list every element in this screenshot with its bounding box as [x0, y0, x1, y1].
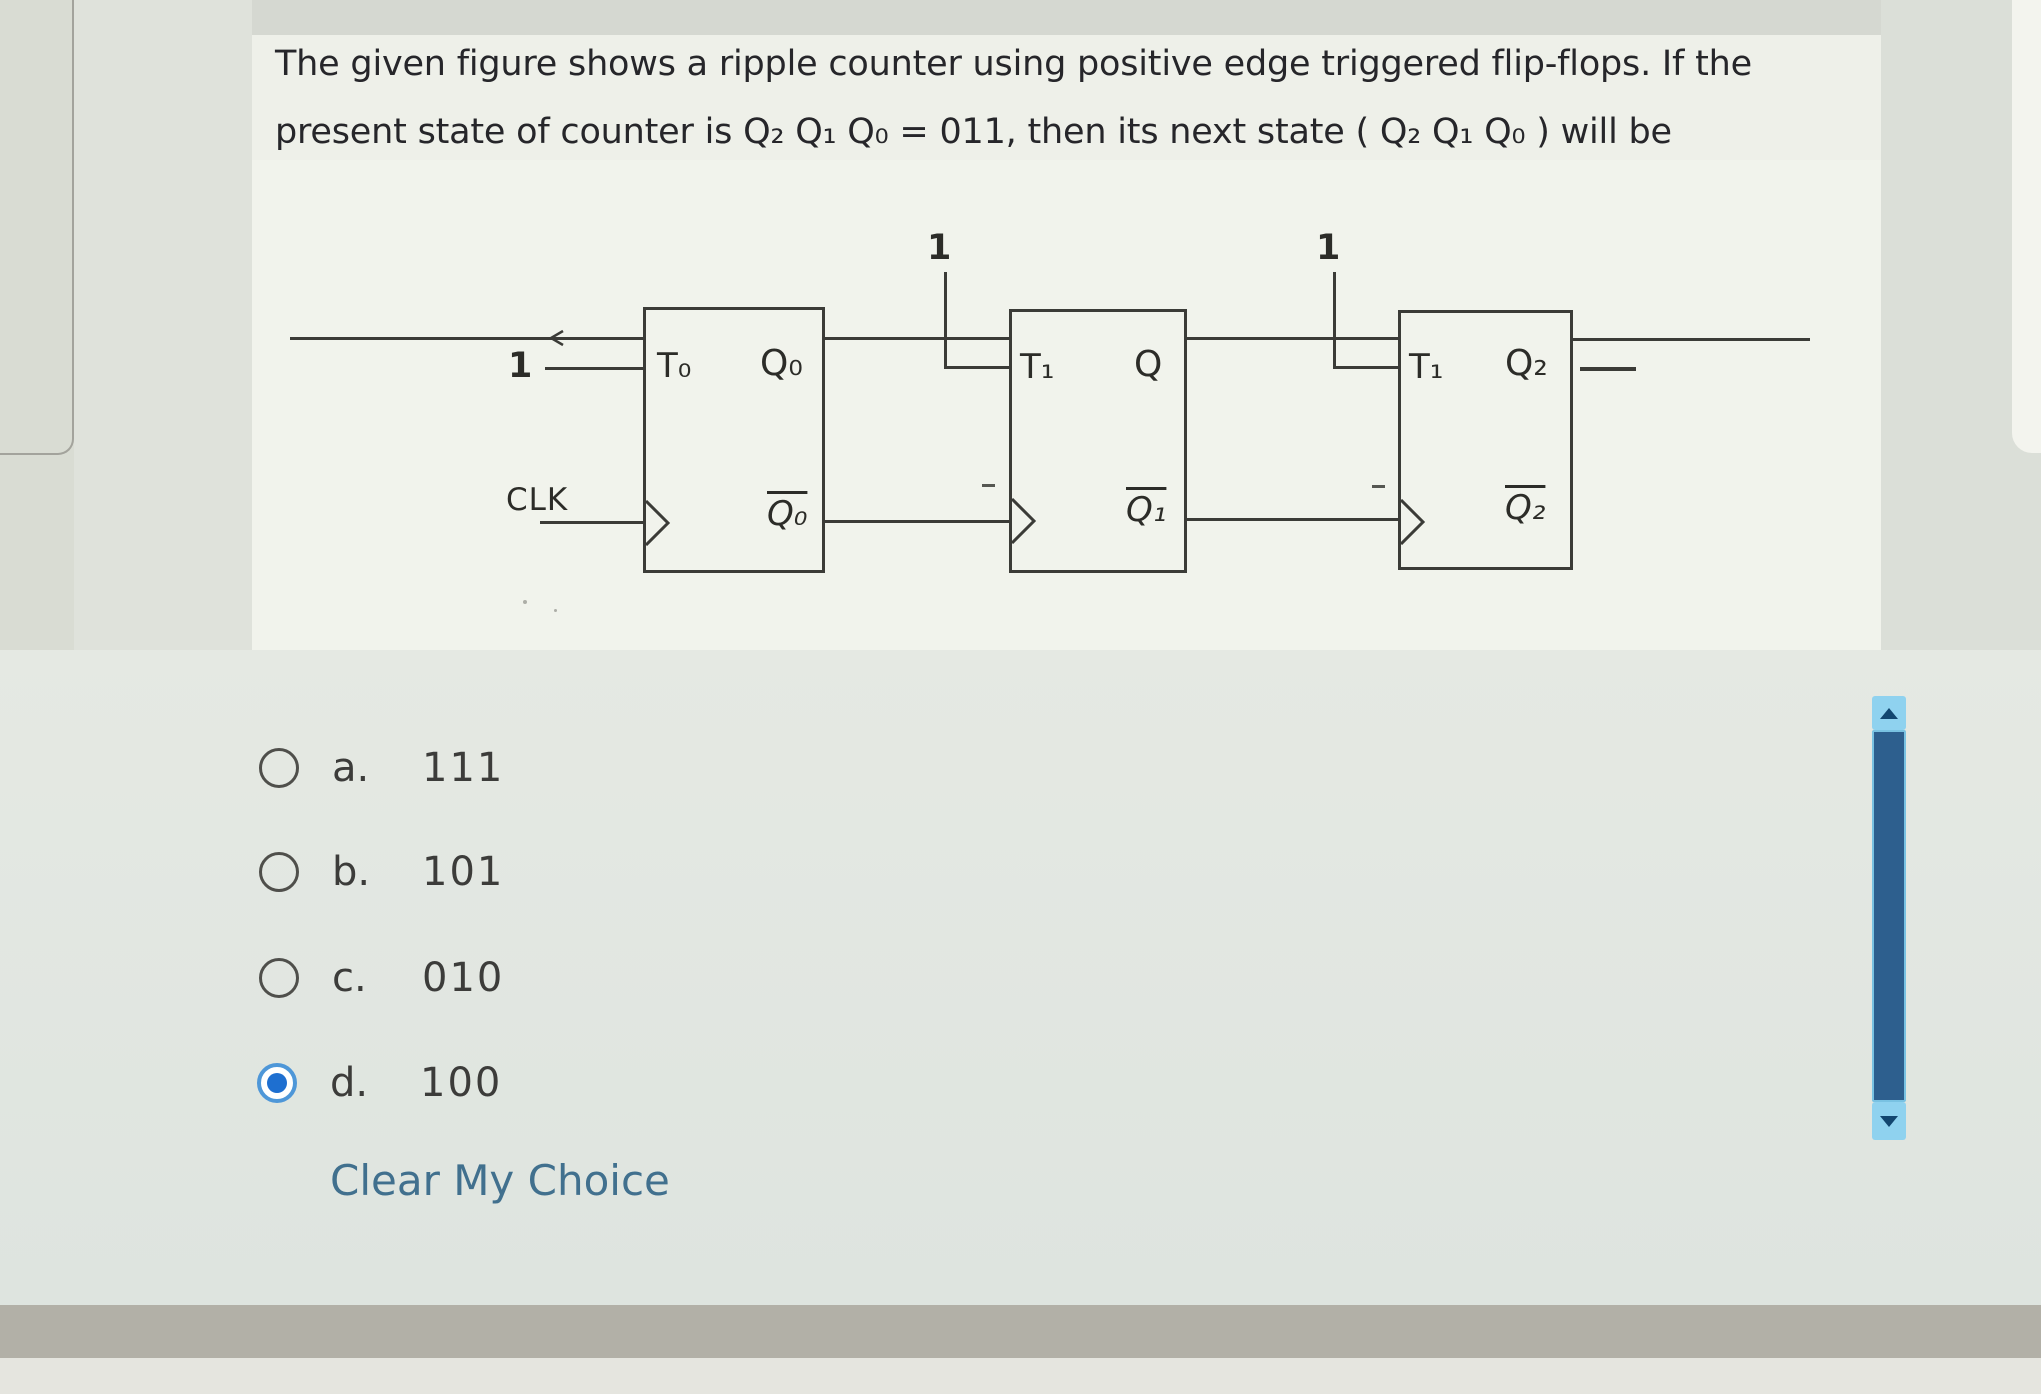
left-margin-strip-inner [74, 0, 252, 650]
constant-one-label-ff1: 1 [508, 346, 533, 386]
polarity-mark [982, 484, 995, 487]
flipflop-box-2 [1398, 310, 1573, 570]
background-window-corner [0, 0, 74, 455]
constant-one-label-ff3: 1 [1316, 228, 1341, 268]
wire-qbar1-to-ff3-clock [1187, 518, 1398, 521]
scrollbar-up-button[interactable] [1872, 696, 1906, 730]
question-text-line1: The given figure shows a ripple counter … [275, 44, 1752, 84]
photo-speck [523, 600, 527, 604]
arrow-down-icon [1880, 1115, 1898, 1127]
top-right-card-edge [2012, 0, 2041, 453]
wire-const1-to-t1-ff3 [1334, 366, 1398, 369]
wire-top-left [290, 337, 643, 340]
option-letter: d. [330, 1060, 369, 1106]
ff2-q-label: Q₂ [1505, 343, 1548, 384]
option-letter: a. [332, 745, 370, 791]
ff0-qbar-label: Q₀ [767, 494, 808, 534]
polarity-mark [1372, 485, 1385, 488]
option-row-c: c. 010 [259, 955, 505, 1001]
arrow-up-icon [1880, 707, 1898, 719]
clock-edge-triangle-icon [1400, 499, 1426, 545]
constant-one-label-ff2: 1 [927, 228, 952, 268]
ff0-q-label: Q₀ [760, 343, 803, 384]
option-value: 010 [422, 955, 505, 1001]
wire-q0-to-ff2 [825, 337, 1009, 340]
wire-t0-input [545, 367, 643, 370]
ff1-q-label: Q [1134, 344, 1163, 385]
ff1-t-label: T₁ [1020, 347, 1055, 387]
radio-option-c[interactable] [259, 958, 299, 998]
flipflop-box-0 [643, 307, 825, 573]
clear-my-choice-link[interactable]: Clear My Choice [330, 1156, 670, 1205]
radio-option-a[interactable] [259, 748, 299, 788]
flipflop-box-1 [1009, 309, 1187, 573]
clk-label: CLK [506, 482, 569, 518]
ff0-t-label: T₀ [657, 346, 692, 386]
wire-const1-to-t1-ff2 [945, 366, 1009, 369]
bottom-screen-edge-band [0, 1305, 2041, 1358]
option-row-b: b. 101 [259, 849, 505, 895]
clock-edge-triangle-icon [645, 500, 671, 546]
figure-panel [252, 160, 1881, 650]
clock-edge-triangle-icon [1011, 498, 1037, 544]
vertical-scrollbar [1872, 696, 1906, 1140]
ff1-qbar-label: Q₁ [1126, 490, 1167, 530]
option-value: 111 [422, 745, 505, 791]
option-letter: c. [332, 955, 367, 1001]
option-row-d: d. 100 [257, 1060, 503, 1106]
ff2-t-label: T₁ [1409, 347, 1444, 387]
photo-speck [554, 609, 557, 612]
option-row-a: a. 111 [259, 745, 505, 791]
wire-const1-vertical-ff2 [944, 272, 947, 369]
wire-clk-input [540, 521, 643, 524]
top-margin-strip [252, 0, 1881, 35]
question-text-line2: present state of counter is Q₂ Q₁ Q₀ = 0… [275, 112, 1672, 152]
bottom-outer-area [0, 1358, 2041, 1394]
scrollbar-down-button[interactable] [1872, 1102, 1906, 1140]
option-value: 101 [422, 849, 505, 895]
scrollbar-thumb[interactable] [1872, 730, 1906, 1102]
wire-qbar0-to-ff2-clock [825, 520, 1009, 523]
option-letter: b. [332, 849, 371, 895]
wire-const1-vertical-ff3 [1333, 272, 1336, 369]
option-value: 100 [420, 1060, 503, 1106]
wire-arrow-tick [549, 329, 564, 347]
radio-option-b[interactable] [259, 852, 299, 892]
options-area [0, 650, 2041, 1305]
wire-q2-stub [1580, 367, 1636, 371]
wire-q1-to-ff3 [1187, 337, 1398, 340]
ff2-qbar-label: Q₂ [1505, 488, 1546, 528]
wire-q2-out [1573, 338, 1810, 341]
radio-option-d[interactable] [257, 1063, 297, 1103]
